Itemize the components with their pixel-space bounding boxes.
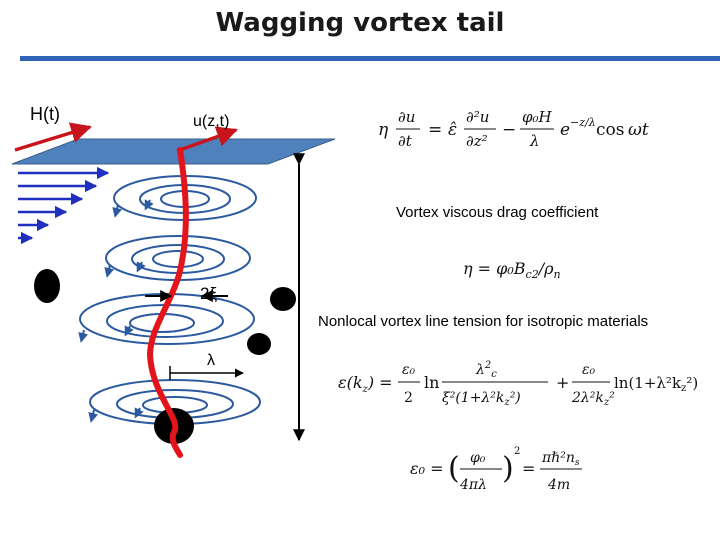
tension-equation-render: ε(kz) = ε₀ 2 ln λ2c ξ²(1+λ²kz²) + ε₀ 2λ²… — [338, 360, 703, 408]
svg-text:η: η — [378, 120, 389, 140]
svg-text:e: e — [560, 120, 570, 140]
displacement-arrow — [176, 126, 238, 153]
svg-text:ωt: ωt — [628, 120, 649, 140]
svg-text:4m: 4m — [547, 477, 570, 493]
svg-text:λ: λ — [529, 132, 540, 150]
svg-text:): ) — [502, 451, 514, 486]
drag-equation-render: η = φ₀Bc2/ρn — [463, 259, 561, 281]
svg-text:η = φ₀Bc2/ρn: η = φ₀Bc2/ρn — [463, 259, 561, 281]
penetration-depth-label: λ — [207, 352, 215, 369]
svg-text:∂z²: ∂z² — [466, 132, 488, 150]
svg-text:2λ²kz²: 2λ²kz² — [571, 390, 615, 408]
epsilon0-equation: ε₀ = ( φ₀ 4πλ ) 2 = πℏ²ns 4m — [410, 440, 590, 505]
svg-text:ln: ln — [424, 373, 439, 392]
core-size-label: 2ξ — [200, 284, 218, 303]
svg-text:φ₀: φ₀ — [470, 450, 486, 466]
svg-text:ξ²(1+λ²kz²): ξ²(1+λ²kz²) — [442, 390, 521, 408]
svg-text:ε₀ =: ε₀ = — [410, 459, 444, 478]
svg-text:=: = — [428, 120, 442, 140]
svg-text:−: − — [502, 120, 516, 140]
svg-text:λ2c: λ2c — [475, 360, 497, 380]
svg-text:4πλ: 4πλ — [459, 477, 487, 493]
svg-text:πℏ²ns: πℏ²ns — [541, 450, 580, 468]
svg-text:ε₀: ε₀ — [402, 362, 416, 378]
svg-text:+: + — [556, 373, 569, 392]
svg-text:ε̂: ε̂ — [448, 120, 457, 140]
svg-text:φ₀H: φ₀H — [522, 108, 553, 126]
svg-text:(: ( — [448, 451, 460, 486]
motion-equation-render: η ∂u ∂t = ε̂ ∂²u ∂z² − φ₀H λ e −z/λ cos … — [378, 108, 649, 150]
drag-heading: Vortex viscous drag coefficient — [396, 204, 599, 221]
svg-text:∂u: ∂u — [398, 108, 415, 126]
vortex-line — [146, 147, 189, 458]
slide-title: Wagging vortex tail — [215, 8, 505, 38]
svg-text:ε(kz) =: ε(kz) = — [338, 373, 393, 395]
drag-equation: η = φ₀Bc2/ρn — [463, 254, 623, 289]
screening-current-arrows — [18, 166, 110, 245]
svg-text:∂t: ∂t — [398, 132, 413, 150]
field-label: H(t) — [30, 104, 60, 124]
svg-text:2: 2 — [514, 446, 520, 457]
tension-heading: Nonlocal vortex line tension for isotrop… — [318, 313, 649, 330]
svg-text:ln(1+λ²kz²),: ln(1+λ²kz²), — [614, 374, 698, 394]
displacement-label: u(z,t) — [193, 113, 230, 130]
epsilon0-equation-render: ε₀ = ( φ₀ 4πλ ) 2 = πℏ²ns 4m — [410, 446, 582, 493]
svg-text:ε₀: ε₀ — [582, 362, 596, 378]
sample-surface — [11, 138, 336, 165]
tension-equation: ε(kz) = ε₀ 2 ln λ2c ξ²(1+λ²kz²) + ε₀ 2λ²… — [338, 358, 703, 418]
svg-text:2: 2 — [404, 390, 413, 406]
title-underline — [20, 56, 720, 61]
svg-text:−z/λ: −z/λ — [570, 116, 596, 129]
equation-of-motion: η ∂u ∂t = ε̂ ∂²u ∂z² − φ₀H λ e −z/λ cos … — [378, 104, 708, 159]
svg-text:∂²u: ∂²u — [466, 108, 489, 126]
svg-text:=: = — [522, 459, 535, 478]
svg-text:cos: cos — [596, 120, 624, 140]
field-arrow — [14, 122, 93, 152]
